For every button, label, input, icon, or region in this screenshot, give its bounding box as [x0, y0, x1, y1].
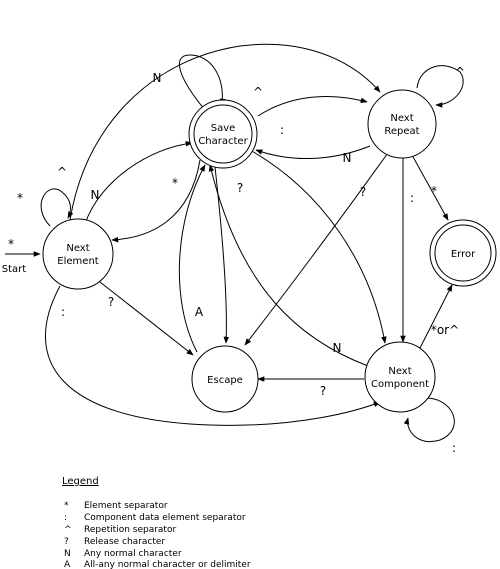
repeat-self-loop [416, 65, 464, 108]
legend-item: * Element separator [64, 501, 168, 511]
state-label: Save [211, 123, 236, 134]
legend-item: N Any normal character [64, 549, 182, 559]
state-label: Next [388, 366, 411, 377]
edge-label: N [91, 188, 100, 202]
legend-item: A All-any normal character or delimiter [64, 560, 251, 569]
save-to-ne-edge [111, 159, 201, 243]
ne-to-component-edge [45, 285, 381, 426]
state-label: Element [57, 256, 98, 267]
edge-label: ^ [57, 165, 67, 179]
start-label: Start [2, 264, 27, 275]
state-label: Next [66, 243, 89, 254]
legend-text: Release character [84, 537, 165, 547]
state-label: Repeat [384, 126, 419, 137]
edge-label: : [410, 191, 414, 205]
edge-label: N [333, 341, 342, 355]
component-to-save-edge [208, 164, 369, 367]
legend: Legend * Element separator : Component d… [62, 476, 251, 569]
escape-to-save-edge [178, 164, 206, 353]
legend-text: All-any normal character or delimiter [84, 560, 251, 569]
ne-self-loop [40, 188, 74, 227]
legend-symbol: A [64, 560, 71, 569]
edge-label: : [280, 123, 284, 137]
state-label: Error [451, 249, 476, 260]
state-label: Next [390, 113, 413, 124]
legend-item: ? Release character [64, 537, 165, 547]
legend-text: Component data element separator [84, 513, 246, 523]
edge-label: A [195, 305, 204, 319]
legend-symbol: : [64, 513, 67, 523]
state-next-component: Next Component [364, 341, 436, 413]
save-to-component-edge [249, 149, 387, 344]
edge-label: * [172, 176, 178, 190]
save-to-escape-edge [214, 166, 230, 344]
ne-to-save-edge [84, 140, 193, 225]
component-to-error-edge [419, 284, 453, 349]
legend-symbol: * [64, 501, 69, 511]
edge-label: N [153, 71, 162, 85]
edge-label: N [343, 151, 352, 165]
legend-symbol: ? [64, 537, 69, 547]
state-label: Character [198, 136, 248, 147]
legend-text: Any normal character [84, 549, 182, 559]
legend-symbol: N [64, 549, 71, 559]
state-label: Component [371, 379, 429, 390]
legend-title: Legend [62, 476, 99, 487]
legend-text: Element separator [84, 501, 168, 511]
component-self-loop [403, 397, 455, 443]
legend-text: Repetition separator [84, 525, 176, 535]
repeat-to-save-edge [255, 145, 371, 160]
save-self-loop [178, 54, 226, 111]
edge-label: ^ [455, 65, 465, 79]
edge-label: ? [237, 181, 243, 195]
legend-item: : Component data element separator [64, 513, 246, 523]
state-save-character: Save Character [188, 99, 258, 169]
edge-label: ? [108, 295, 114, 309]
edge-label: * [17, 191, 23, 205]
state-escape: Escape [191, 345, 259, 413]
edge-label: ^ [253, 85, 263, 99]
edge-label: ? [360, 185, 366, 199]
edge-label: : [452, 441, 456, 455]
edge-label: * [8, 237, 14, 251]
save-to-repeat-edge [257, 95, 368, 117]
edge-label: : [61, 305, 65, 319]
legend-item: ^ Repetition separator [64, 525, 176, 535]
ne-to-repeat-edge [69, 43, 381, 221]
edge-label: * [431, 184, 437, 198]
edge-label: *or^ [431, 323, 459, 337]
state-label: Escape [207, 375, 243, 386]
ne-to-escape-edge [99, 281, 194, 356]
legend-symbol: ^ [64, 525, 72, 535]
state-next-repeat: Next Repeat [367, 89, 437, 159]
state-error: Error [429, 219, 497, 287]
repeat-to-error-edge [411, 154, 449, 221]
repeat-to-escape-edge [244, 149, 391, 346]
state-next-element: Next Element [42, 218, 114, 290]
edge-label: ? [320, 384, 326, 398]
